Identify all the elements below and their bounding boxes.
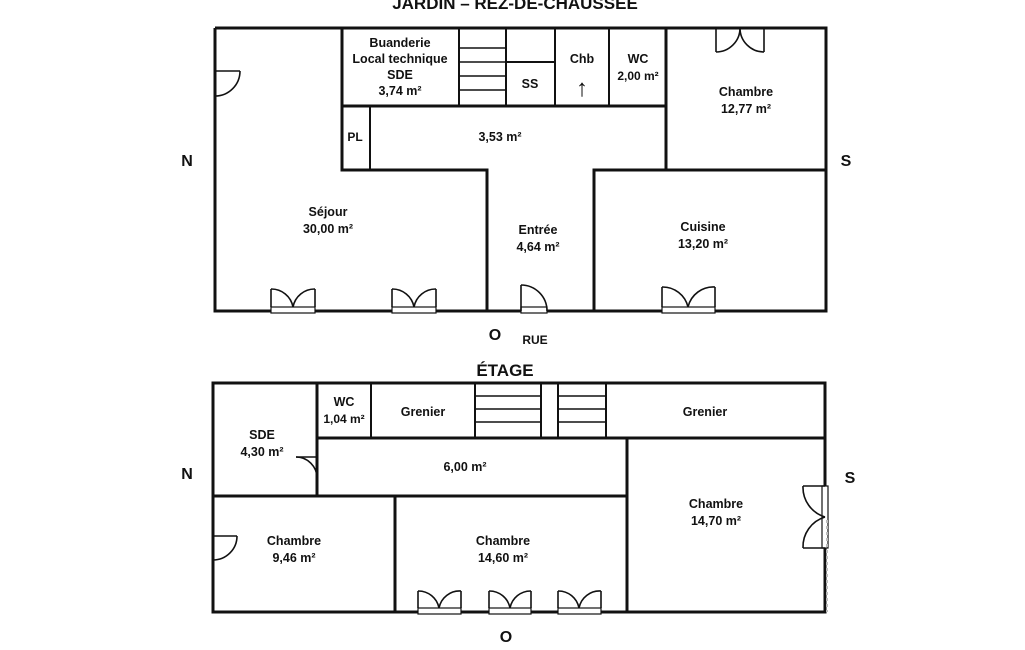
- compass-north-upper: N: [181, 466, 193, 483]
- window-sejour-1: [270, 288, 316, 314]
- window-cuisine: [661, 286, 716, 314]
- room-wc-upper-area: 1,04 m²: [323, 412, 364, 426]
- compass-west-upper: O: [500, 629, 512, 646]
- ground-stairs: [459, 28, 507, 91]
- room-wc-area: 2,00 m²: [617, 69, 658, 83]
- wall-outer-left: [213, 28, 489, 313]
- door-chambre-left: [212, 535, 238, 561]
- upper-floor-title: ÉTAGE: [476, 361, 533, 380]
- street-label: RUE: [522, 333, 547, 347]
- room-sde-name: SDE: [249, 428, 275, 442]
- window-chambre-mid-1: [417, 590, 462, 615]
- room-entree-name: Entrée: [519, 223, 558, 237]
- room-chambre-area: 12,77 m²: [721, 102, 771, 116]
- room-wc-name: WC: [628, 52, 649, 66]
- window-sejour-2: [391, 288, 437, 314]
- compass-west-ground: O: [489, 327, 501, 344]
- room-chambre-left-area: 9,46 m²: [272, 551, 315, 565]
- window-chambre-mid-3: [557, 590, 602, 615]
- room-chambre-mid-name: Chambre: [476, 534, 530, 548]
- room-buanderie-area: 3,74 m²: [378, 84, 421, 98]
- room-wc-upper-name: WC: [334, 395, 355, 409]
- door-sejour-garden: [214, 70, 241, 97]
- compass-south-ground: S: [841, 153, 852, 170]
- room-landing-area: 6,00 m²: [443, 460, 486, 474]
- room-grenier-left: Grenier: [401, 405, 446, 419]
- arrow-up-icon: ↑: [576, 75, 588, 102]
- compass-north-ground: N: [181, 153, 193, 170]
- room-cuisine-name: Cuisine: [680, 220, 725, 234]
- room-chambre-right-area: 14,70 m²: [691, 514, 741, 528]
- room-hall-area: 3,53 m²: [478, 130, 521, 144]
- room-buanderie-line3: SDE: [387, 68, 413, 82]
- room-entree-area: 4,64 m²: [516, 240, 559, 254]
- door-entree-street: [520, 284, 548, 314]
- room-pl-label: PL: [347, 130, 362, 144]
- ground-floor-plan: JARDIN – REZ-DE-CHAUSSÉE: [181, 0, 851, 347]
- room-sejour-name: Séjour: [309, 205, 348, 219]
- window-chambre-mid-2: [488, 590, 532, 615]
- room-sde-area: 4,30 m²: [240, 445, 283, 459]
- room-grenier-right: Grenier: [683, 405, 728, 419]
- upper-stairs: [475, 383, 606, 438]
- room-chb-label: Chb: [570, 52, 595, 66]
- room-chambre-right-name: Chambre: [689, 497, 743, 511]
- room-cuisine-area: 13,20 m²: [678, 237, 728, 251]
- room-ss-label: SS: [522, 77, 539, 91]
- room-buanderie-line1: Buanderie: [369, 36, 430, 50]
- door-sde: [295, 456, 318, 479]
- room-chambre-mid-area: 14,60 m²: [478, 551, 528, 565]
- upper-floor-plan: ÉTAGE: [181, 361, 855, 646]
- ground-floor-title: JARDIN – REZ-DE-CHAUSSÉE: [392, 0, 638, 13]
- compass-south-upper: S: [845, 470, 856, 487]
- room-buanderie-line2: Local technique: [352, 52, 447, 66]
- room-chambre-left-name: Chambre: [267, 534, 321, 548]
- room-chambre-name: Chambre: [719, 85, 773, 99]
- room-sejour-area: 30,00 m²: [303, 222, 353, 236]
- window-chambre-garden: [715, 27, 765, 53]
- window-chambre-right: [802, 485, 829, 549]
